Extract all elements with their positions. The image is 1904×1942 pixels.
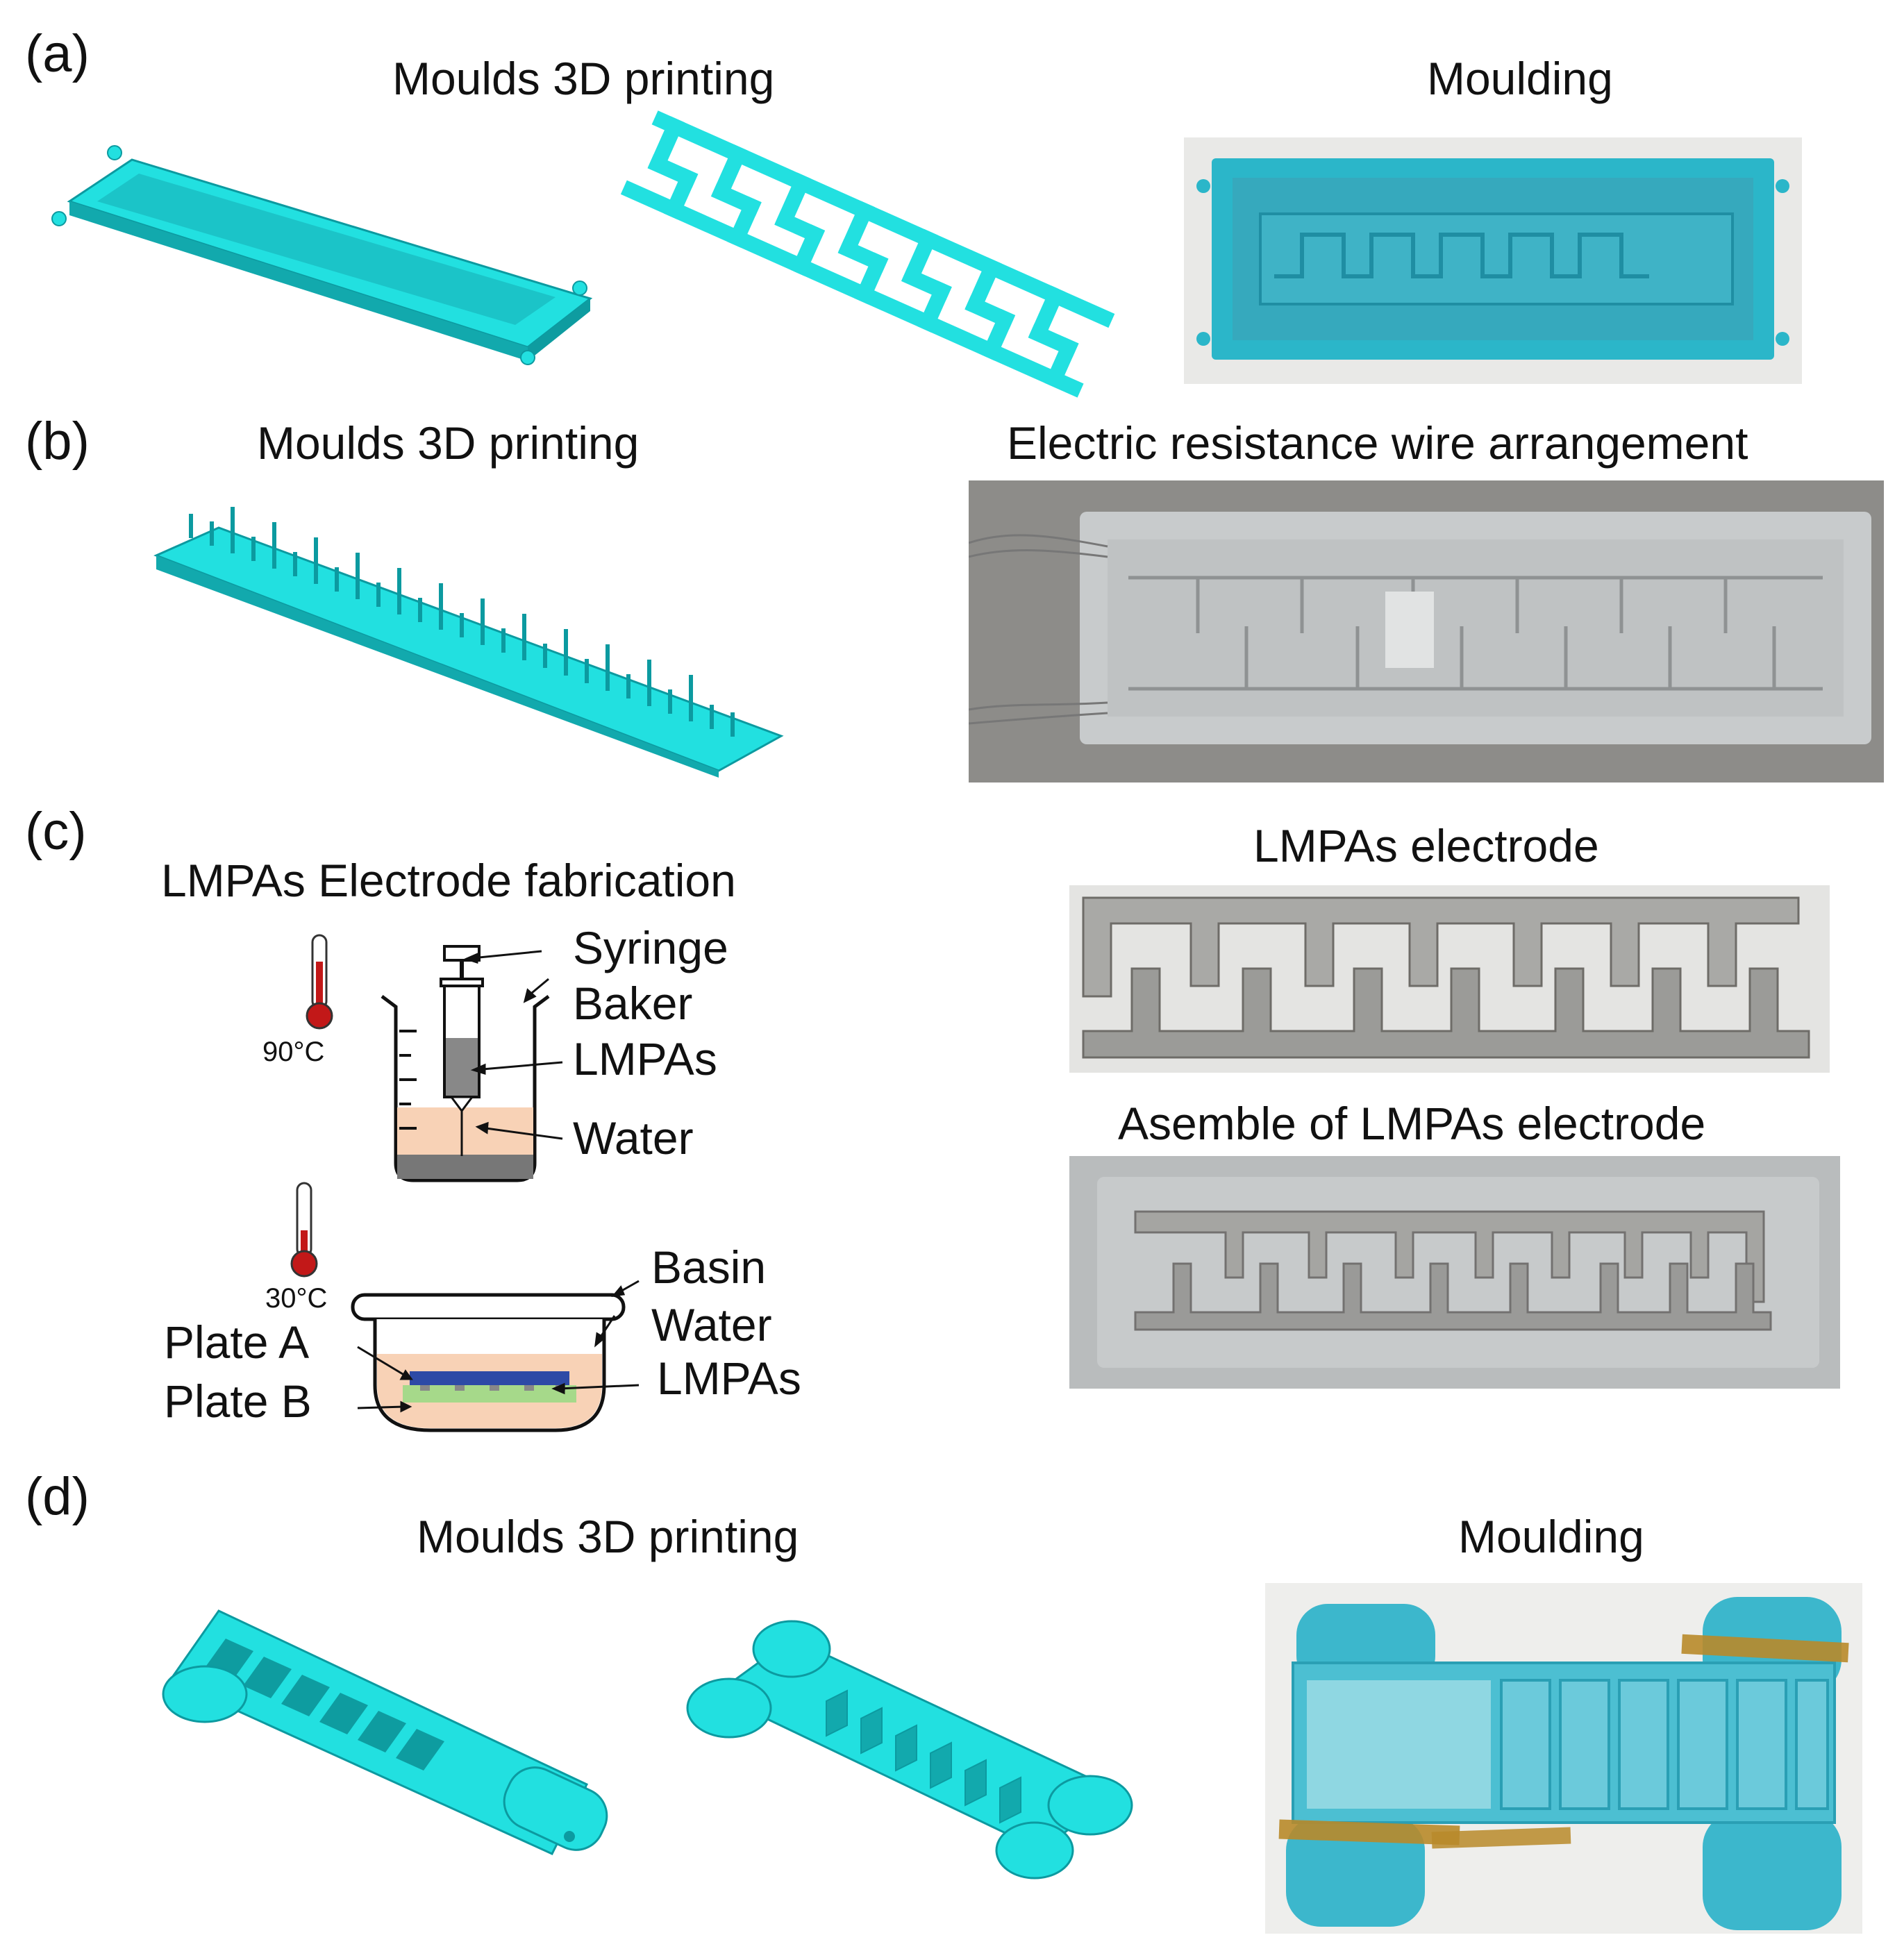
panel-b-left-title: Moulds 3D printing — [257, 417, 640, 469]
beaker-label-lmpas: LMPAs — [573, 1033, 717, 1085]
moulding-photo-d — [1265, 1583, 1862, 1934]
beaker-label-baker: Baker — [573, 978, 693, 1029]
thermometer-icon — [290, 1182, 318, 1278]
panel-d-letter: (d) — [25, 1467, 90, 1526]
serpentine-mould-render — [620, 110, 1115, 398]
beaker-label-water: Water — [573, 1112, 694, 1164]
panel-d-left-title: Moulds 3D printing — [417, 1511, 799, 1562]
basin-label-plate-a: Plate A — [164, 1316, 310, 1368]
basin-label-lmpas: LMPAs — [657, 1353, 801, 1404]
panel-b-right-title: Electric resistance wire arrangement — [1007, 417, 1748, 469]
panel-c-right-title-bottom: Asemble of LMPAs electrode — [1118, 1098, 1706, 1149]
thermometer-icon — [306, 934, 333, 1030]
lid-mould-render — [686, 1620, 1133, 1880]
basin-label-plate-b: Plate B — [164, 1375, 312, 1427]
panel-c-letter: (c) — [25, 802, 87, 861]
panel-d-right-title: Moulding — [1458, 1511, 1644, 1562]
pin-mould-render — [153, 507, 784, 778]
frame-mould-render — [51, 145, 593, 365]
panel-a-letter: (a) — [25, 24, 90, 83]
beaker-label-syringe: Syringe — [573, 922, 728, 973]
box-mould-render — [162, 1609, 608, 1855]
assembled-electrode-photo — [1069, 1156, 1840, 1389]
lmpas-electrode-photo — [1069, 885, 1830, 1073]
panel-b-letter: (b) — [25, 412, 90, 471]
panel-a-left-title: Moulds 3D printing — [392, 53, 775, 104]
basin-temperature: 30°C — [265, 1283, 328, 1314]
resistance-wire-photo — [969, 480, 1884, 782]
beaker-leader-lines — [463, 950, 563, 1140]
panel-c-left-title: LMPAs Electrode fabrication — [161, 855, 736, 906]
beaker-temperature: 90°C — [262, 1037, 325, 1067]
panel-c-right-title-top: LMPAs electrode — [1253, 820, 1599, 871]
moulding-photo-a — [1184, 137, 1802, 384]
basin-label-basin: Basin — [651, 1241, 767, 1293]
basin-diagram — [351, 1293, 626, 1432]
panel-a-right-title: Moulding — [1427, 53, 1613, 104]
basin-leader-lines — [357, 1280, 640, 1413]
basin-label-water: Water — [651, 1299, 772, 1350]
